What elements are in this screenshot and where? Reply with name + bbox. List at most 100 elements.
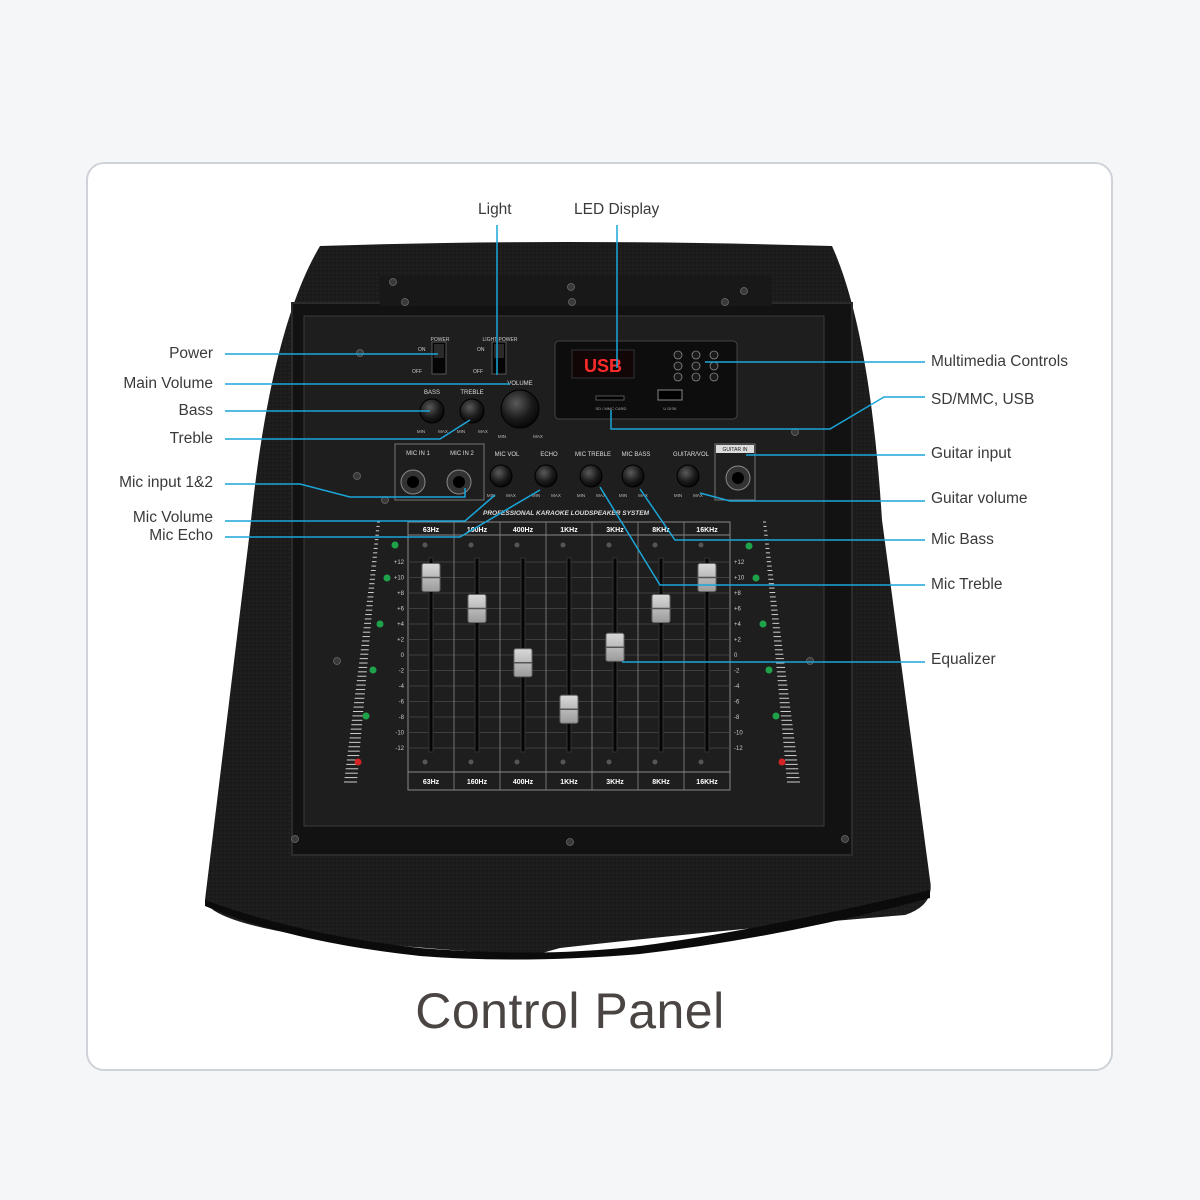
light-power-switch[interactable]: LIGHT POWER ON OFF bbox=[473, 337, 518, 375]
eq-slider-63Hz[interactable] bbox=[421, 563, 441, 592]
screw bbox=[389, 278, 397, 286]
light-on-label: ON bbox=[477, 347, 485, 353]
mic-bass-knob[interactable]: MIC BASS bbox=[621, 452, 651, 488]
screw bbox=[740, 287, 748, 295]
eq-scale-left: +8 bbox=[397, 591, 405, 597]
guitar-in-label: GUITAR IN bbox=[723, 447, 748, 453]
main-volume-knob[interactable]: VOLUME bbox=[500, 381, 540, 429]
guitar-input-box bbox=[714, 443, 756, 501]
eq-band-label-bottom: 3KHz bbox=[606, 779, 624, 786]
max-label: MAX bbox=[438, 429, 448, 434]
mic-input-box bbox=[394, 443, 485, 501]
eq-scale-left: -2 bbox=[399, 669, 405, 675]
vu-led bbox=[765, 666, 773, 674]
light-switch-label: LIGHT POWER bbox=[483, 337, 518, 343]
power-on-label: ON bbox=[418, 347, 426, 353]
screw bbox=[841, 835, 849, 843]
echo-knob[interactable]: ECHO bbox=[534, 452, 558, 488]
guitar-vol-label: GUITAR/VOL bbox=[673, 452, 710, 458]
usb-label: U DISK bbox=[663, 406, 677, 411]
mic-bass-label: MIC BASS bbox=[622, 452, 651, 458]
mic-jack-2[interactable] bbox=[446, 469, 472, 495]
eq-slider-track bbox=[428, 557, 434, 753]
eq-band-label-top: 63Hz bbox=[423, 527, 440, 534]
vu-led bbox=[778, 758, 786, 766]
eq-scale-right: +8 bbox=[734, 591, 742, 597]
eq-slider-1KHz[interactable] bbox=[559, 694, 579, 724]
eq-screw bbox=[468, 542, 474, 548]
media-button bbox=[709, 361, 719, 371]
callout-guitar-input: Guitar input bbox=[931, 445, 1012, 462]
eq-slider-400Hz[interactable] bbox=[513, 648, 533, 678]
sd-slot[interactable] bbox=[595, 395, 625, 401]
callout-guitar-volume: Guitar volume bbox=[931, 490, 1028, 507]
media-button bbox=[673, 372, 683, 382]
vu-led bbox=[369, 666, 377, 674]
screw bbox=[566, 838, 574, 846]
callout-multimedia-controls: Multimedia Controls bbox=[931, 353, 1068, 370]
eq-band-label-top: 3KHz bbox=[606, 527, 624, 534]
eq-scale-right: -4 bbox=[734, 684, 740, 690]
screw bbox=[568, 298, 576, 306]
callout-leader-lines bbox=[225, 225, 925, 663]
eq-screw bbox=[422, 759, 428, 765]
eq-slider-3KHz[interactable] bbox=[605, 632, 625, 662]
guitar-vol-knob[interactable]: GUITAR/VOL bbox=[673, 452, 710, 488]
min-label: MIN bbox=[619, 493, 627, 498]
eq-scale-left: -12 bbox=[395, 746, 404, 752]
eq-screw bbox=[606, 759, 612, 765]
power-switch[interactable]: POWER ON OFF bbox=[412, 337, 450, 375]
eq-scale-right: +6 bbox=[734, 607, 742, 613]
callout-bass: Bass bbox=[178, 402, 213, 419]
eq-scale-left: -8 bbox=[399, 715, 405, 721]
page-title: Control Panel bbox=[415, 983, 725, 1039]
mic-treble-knob[interactable]: MIC TREBLE bbox=[575, 452, 611, 488]
max-label: MAX bbox=[478, 429, 488, 434]
media-module: USB SD / MMC CARD U DISK bbox=[554, 340, 738, 420]
vu-led bbox=[354, 758, 362, 766]
eq-scale-left: +12 bbox=[394, 560, 405, 566]
eq-screw bbox=[514, 759, 520, 765]
eq-scale-right: +2 bbox=[734, 638, 742, 644]
eq-scale-right: -6 bbox=[734, 700, 740, 706]
eq-scale-left: +10 bbox=[394, 576, 405, 582]
eq-slider-track bbox=[474, 557, 480, 753]
screws bbox=[291, 278, 849, 846]
eq-screw bbox=[652, 759, 658, 765]
max-label: MAX bbox=[533, 434, 543, 439]
vu-led bbox=[376, 620, 384, 628]
led-display: USB bbox=[584, 356, 622, 376]
mic-jack-1[interactable] bbox=[400, 469, 426, 495]
treble-knob[interactable]: TREBLE bbox=[459, 390, 485, 424]
eq-band-label-bottom: 400Hz bbox=[513, 779, 534, 786]
callout-power: Power bbox=[169, 345, 213, 362]
mic2-label: MIC IN 2 bbox=[450, 451, 474, 457]
guitar-jack[interactable] bbox=[725, 465, 751, 491]
callout-mic-volume: Mic Volume bbox=[132, 509, 213, 526]
vu-meters bbox=[344, 521, 800, 783]
callout-main-volume: Main Volume bbox=[123, 375, 213, 392]
screw bbox=[401, 298, 409, 306]
usb-port[interactable] bbox=[657, 389, 683, 401]
mic-vol-knob[interactable]: MIC VOL bbox=[489, 452, 520, 488]
eq-band-label-bottom: 160Hz bbox=[467, 779, 488, 786]
eq-slider-160Hz[interactable] bbox=[467, 594, 487, 623]
guitar-label-strip bbox=[716, 445, 754, 453]
eq-slider-track bbox=[658, 557, 664, 753]
eq-screw bbox=[698, 542, 704, 548]
screw bbox=[353, 472, 361, 480]
eq-slider-8KHz[interactable] bbox=[651, 594, 671, 623]
vu-led bbox=[752, 574, 760, 582]
eq-scale-right: -8 bbox=[734, 715, 740, 721]
callout-mic-bass: Mic Bass bbox=[931, 531, 994, 548]
volume-knob-label: VOLUME bbox=[507, 381, 532, 387]
echo-label: ECHO bbox=[540, 452, 558, 458]
vu-led bbox=[759, 620, 767, 628]
eq-slider-track bbox=[704, 557, 710, 753]
max-label: MAX bbox=[596, 493, 606, 498]
eq-slider-16KHz[interactable] bbox=[697, 563, 717, 592]
min-label: MIN bbox=[674, 493, 682, 498]
min-label: MIN bbox=[417, 429, 425, 434]
